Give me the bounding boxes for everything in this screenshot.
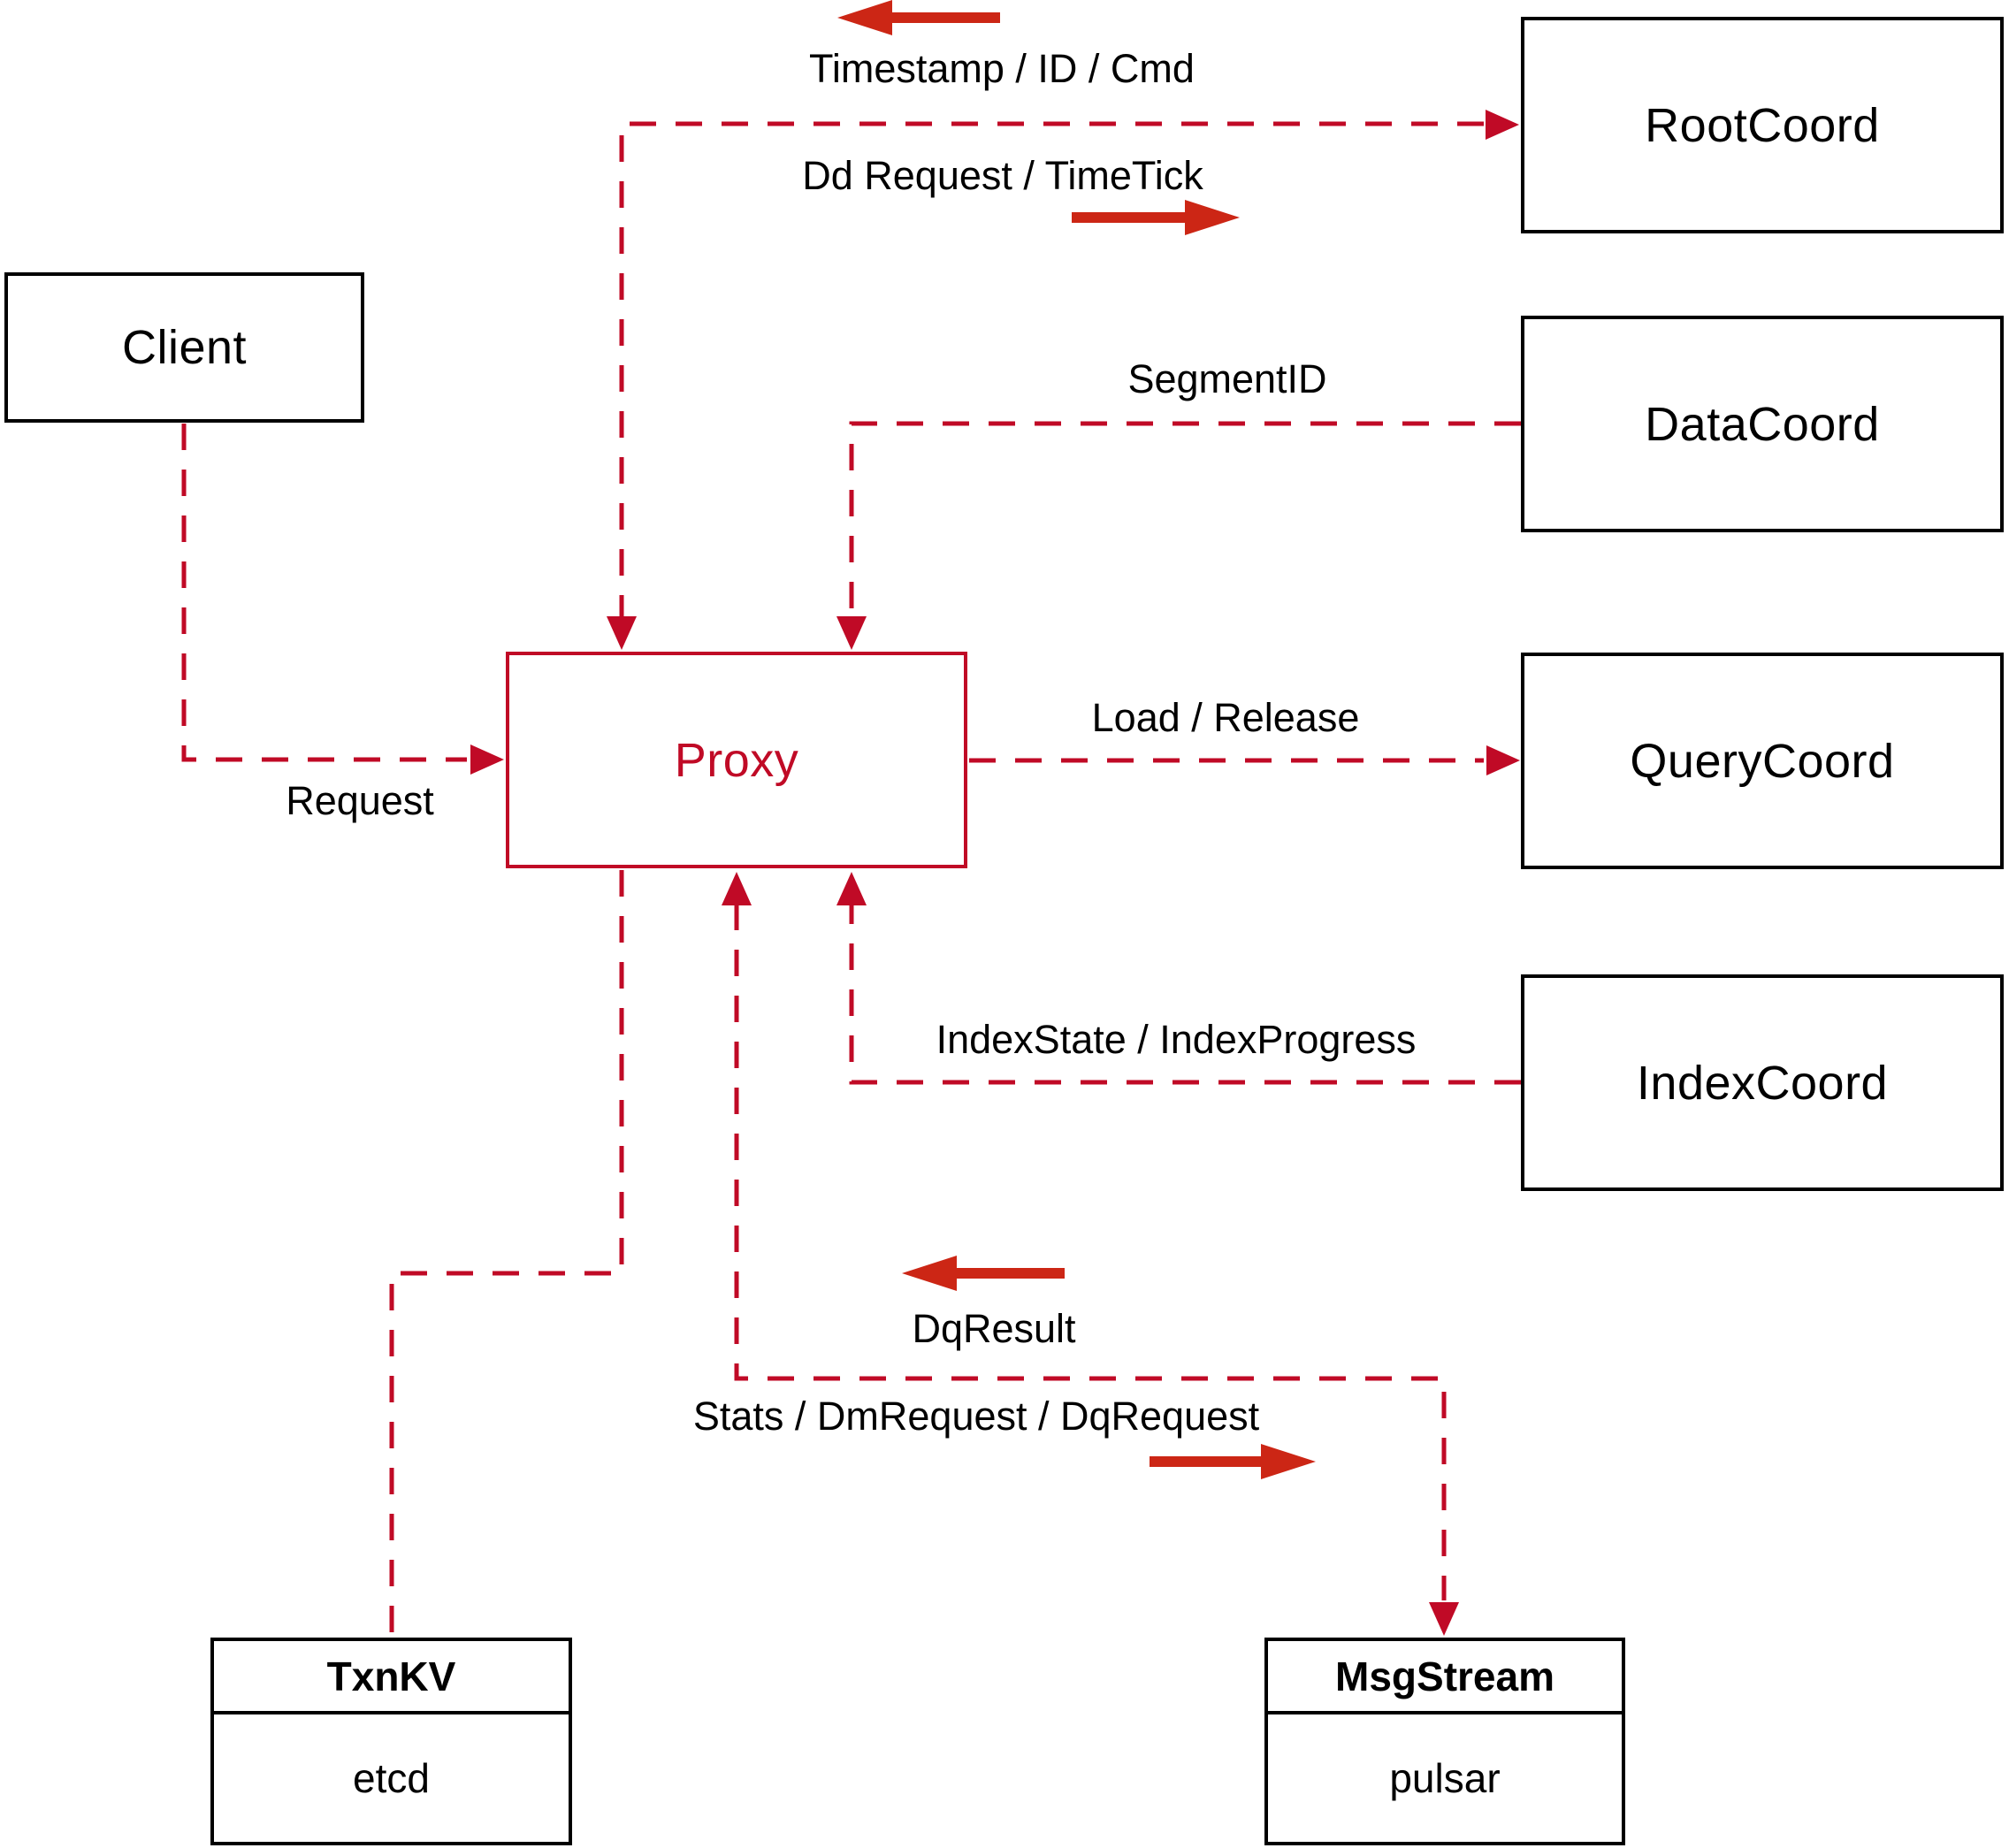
edge-label-ddrequest: Dd Request / TimeTick	[802, 153, 1203, 198]
arrowhead-into-rootcoord	[1486, 110, 1519, 140]
direction-arrow-left-timestamp	[837, 0, 1000, 35]
arrowhead-into-proxy-top-left	[607, 616, 637, 650]
edge-proxy-rootcoord	[619, 121, 1484, 619]
node-msgstream-impl: pulsar	[1389, 1755, 1501, 1801]
edge-label-indexstate: IndexState / IndexProgress	[936, 1017, 1417, 1062]
arrowhead-into-proxy-left	[470, 745, 504, 775]
node-msgstream: MsgStream pulsar	[1264, 1638, 1625, 1845]
node-proxy-label: Proxy	[674, 733, 799, 787]
edge-label-dqresult: DqResult	[912, 1306, 1076, 1351]
edge-datacoord-proxy	[849, 421, 1521, 619]
direction-arrow-right-ddrequest	[1072, 200, 1240, 235]
node-client-label: Client	[121, 321, 248, 374]
edge-client-proxy	[181, 424, 467, 762]
edge-proxy-txnkv	[389, 870, 624, 1636]
edge-label-stats: Stats / DmRequest / DqRequest	[692, 1394, 1260, 1439]
arrowhead-into-querycoord	[1486, 745, 1520, 775]
node-querycoord: QueryCoord	[1521, 653, 2004, 869]
node-msgstream-title: MsgStream	[1268, 1641, 1622, 1714]
direction-arrow-right-stats	[1150, 1444, 1316, 1479]
node-indexcoord: IndexCoord	[1521, 974, 2004, 1191]
arrowhead-into-proxy-bottom-center	[722, 872, 752, 905]
edge-indexcoord-proxy	[849, 904, 1521, 1085]
node-txnkv: TxnKV etcd	[210, 1638, 572, 1845]
direction-arrow-left-dqresult	[902, 1256, 1065, 1291]
edge-label-request: Request	[286, 778, 434, 823]
node-indexcoord-label: IndexCoord	[1636, 1056, 1889, 1110]
node-txnkv-title: TxnKV	[214, 1641, 569, 1714]
edge-proxy-msgstream	[734, 904, 1447, 1600]
node-proxy: Proxy	[506, 652, 967, 868]
edge-label-segmentid: SegmentID	[1127, 356, 1327, 401]
arrowhead-into-msgstream	[1429, 1602, 1459, 1636]
node-querycoord-label: QueryCoord	[1630, 734, 1895, 788]
node-client: Client	[4, 272, 364, 423]
node-datacoord-label: DataCoord	[1645, 397, 1880, 451]
node-rootcoord-label: RootCoord	[1645, 98, 1880, 152]
node-txnkv-impl: etcd	[353, 1755, 430, 1801]
node-datacoord: DataCoord	[1521, 316, 2004, 532]
node-rootcoord: RootCoord	[1521, 17, 2004, 233]
edge-label-timestamp: Timestamp / ID / Cmd	[809, 46, 1195, 91]
arrowhead-into-proxy-top-right	[836, 616, 867, 650]
arrowhead-into-proxy-bottom-right	[836, 872, 867, 905]
edge-label-loadrelease: Load / Release	[1091, 695, 1360, 740]
